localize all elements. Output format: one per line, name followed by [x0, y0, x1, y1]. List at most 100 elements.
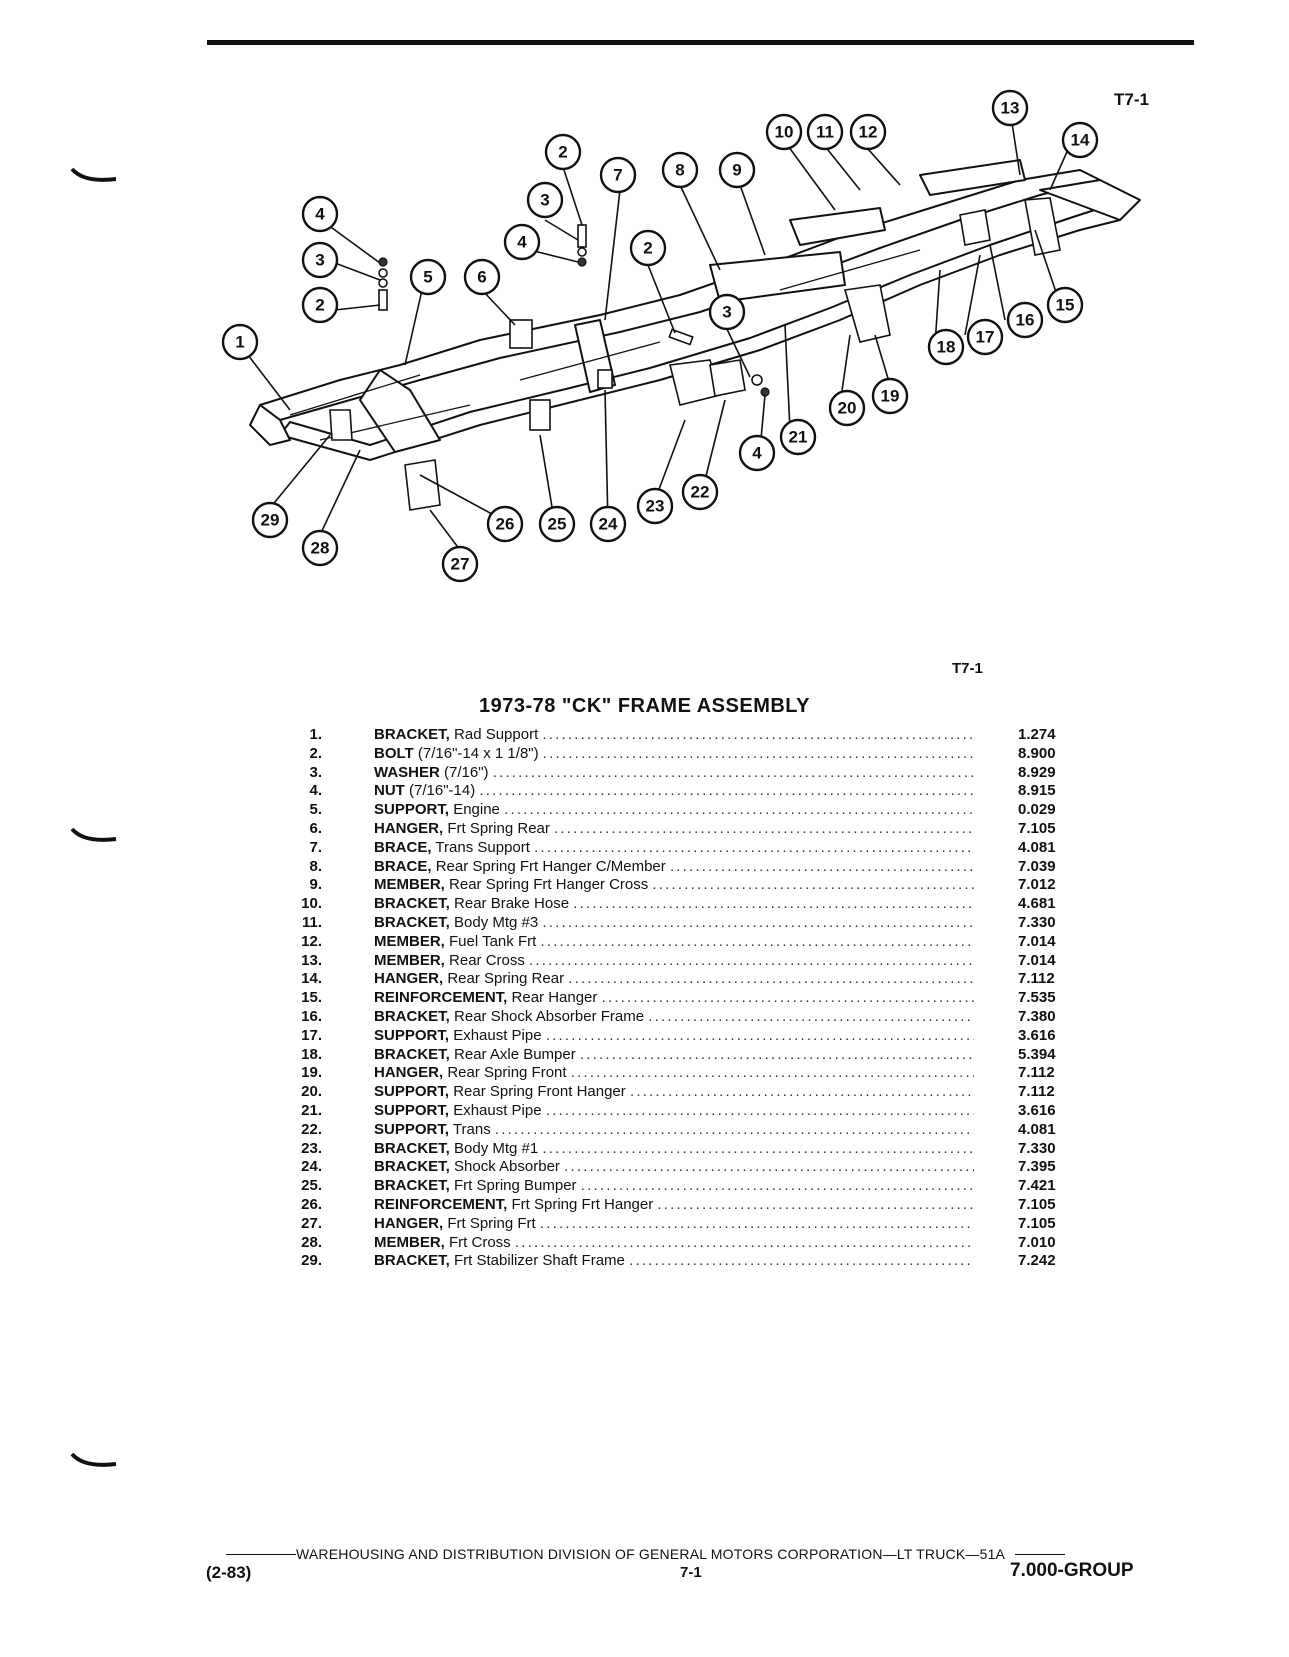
part-description: HANGER, Rear Spring Rear ...............…	[374, 970, 974, 989]
leader-dots: ........................................…	[542, 1139, 974, 1157]
part-name: BRACKET,	[374, 1007, 450, 1025]
parts-list: 1. BRACKET, Rad Support .................…	[290, 726, 1090, 1271]
svg-text:4: 4	[517, 233, 527, 252]
part-number: 21.	[301, 1101, 322, 1119]
parts-row: 22.SUPPORT, Trans ......................…	[290, 1121, 1090, 1140]
part-number: 2.	[309, 744, 322, 762]
parts-row: 2. BOLT (7/16"-14 x 1 1/8") .............…	[290, 745, 1090, 764]
part-name: BRACKET,	[374, 895, 450, 913]
leader-dots: ........................................…	[539, 1214, 974, 1232]
part-number: 24.	[301, 1158, 322, 1176]
part-description: MEMBER, Rear Cross .....................…	[374, 952, 974, 971]
footer-page-number: 7-1	[680, 1564, 702, 1581]
part-number: 20.	[301, 1083, 322, 1101]
part-number: 6.	[309, 819, 322, 837]
svg-text:20: 20	[838, 399, 857, 418]
part-name: BRACKET,	[374, 1158, 450, 1176]
part-description: BOLT (7/16"-14 x 1 1/8") ...............…	[374, 745, 974, 764]
part-name: BRACKET,	[374, 726, 450, 743]
svg-text:9: 9	[732, 161, 741, 180]
parts-row: 21. SUPPORT, Exhaust Pipe ...............…	[290, 1102, 1090, 1121]
footer-date: (2-83)	[206, 1563, 252, 1582]
leader-dots: ........................................…	[570, 1064, 974, 1082]
callout-23: 23	[636, 487, 674, 525]
part-number: 28.	[301, 1233, 322, 1251]
part-number: 11.	[301, 913, 322, 931]
part-description: BRACKET, Rad Support ...................…	[374, 726, 974, 745]
parts-row: 4.NUT (7/16"-14) .......................…	[290, 782, 1090, 801]
part-name: BRACKET,	[374, 1177, 450, 1195]
parts-row: 19.HANGER, Rear Spring Front ...........…	[290, 1064, 1090, 1083]
callout-4-top: 4	[503, 223, 541, 261]
part-detail: Engine	[453, 801, 500, 819]
callout-18: 18	[927, 328, 965, 366]
callout-17: 17	[966, 318, 1004, 356]
part-description: BRACKET, Rear Brake Hose ...............…	[374, 895, 974, 914]
callout-26: 26	[486, 505, 524, 543]
leader-dots: ........................................…	[580, 1177, 974, 1195]
parts-row: 1. BRACKET, Rad Support .................…	[290, 726, 1090, 745]
part-name: MEMBER,	[374, 876, 445, 894]
part-detail: Rear Brake Hose	[454, 895, 570, 913]
part-number: 14.	[301, 970, 322, 988]
svg-text:29: 29	[261, 511, 280, 530]
leader-dots: ........................................…	[657, 1195, 974, 1213]
callout-11: 11	[806, 113, 844, 151]
callout-14: 14	[1061, 121, 1099, 159]
group-code: 1.274	[1018, 726, 1056, 743]
svg-text:15: 15	[1056, 296, 1075, 315]
part-name: SUPPORT,	[374, 1083, 450, 1101]
leader-dots: ........................................…	[554, 819, 974, 837]
part-name: BRACKET,	[374, 1252, 450, 1270]
callout-2-mid: 2	[629, 229, 667, 267]
parts-row: 12.MEMBER, Fuel Tank Frt ...............…	[290, 933, 1090, 952]
callout-28: 28	[301, 529, 339, 567]
leader-dots: ........................................…	[494, 1120, 974, 1138]
part-name: HANGER,	[374, 970, 444, 988]
parts-row: 16.BRACKET, Rear Shock Absorber Frame ..…	[290, 1008, 1090, 1027]
svg-text:24: 24	[599, 515, 618, 534]
part-description: BRACE, Trans Support ...................…	[374, 839, 974, 858]
leader-dots: ........................................…	[652, 876, 974, 894]
svg-text:8: 8	[675, 161, 684, 180]
svg-text:3: 3	[722, 303, 731, 322]
group-code: 7.112	[1018, 1083, 1055, 1101]
part-name: MEMBER,	[374, 932, 445, 950]
svg-text:21: 21	[789, 428, 808, 447]
leader-dots: ........................................…	[492, 763, 974, 781]
margin-mark	[70, 167, 117, 182]
part-name: REINFORCEMENT,	[374, 1195, 508, 1213]
leader-dots: ........................................…	[542, 726, 974, 743]
callout-12: 12	[849, 113, 887, 151]
group-code: 8.929	[1018, 763, 1056, 781]
svg-text:13: 13	[1001, 99, 1020, 118]
part-name: BRACE,	[374, 838, 432, 856]
leader-dots: ........................................…	[514, 1233, 974, 1251]
callout-15: 15	[1046, 286, 1084, 324]
group-code: 0.029	[1018, 801, 1056, 819]
parts-row: 15.REINFORCEMENT, Rear Hanger ..........…	[290, 989, 1090, 1008]
leader-lines	[247, 109, 1071, 551]
part-number: 1.	[309, 726, 322, 743]
svg-text:2: 2	[558, 143, 567, 162]
leader-dots: ........................................…	[629, 1252, 974, 1270]
parts-row: 11.BRACKET, Body Mtg #3 ................…	[290, 914, 1090, 933]
part-detail: Trans	[452, 1120, 491, 1138]
part-number: 13.	[301, 951, 322, 969]
part-detail: (7/16"-14)	[409, 782, 476, 800]
callout-25: 25	[538, 505, 576, 543]
group-code: 7.330	[1018, 1139, 1056, 1157]
callout-27: 27	[441, 545, 479, 583]
svg-text:27: 27	[451, 555, 470, 574]
part-description: SUPPORT, Exhaust Pipe ..................…	[374, 1102, 974, 1121]
part-name: MEMBER,	[374, 951, 445, 969]
part-detail: Rear Spring Front Hanger	[453, 1083, 626, 1101]
part-number: 7.	[309, 838, 322, 856]
svg-text:5: 5	[423, 268, 432, 287]
footer-group-code: 7.000-GROUP	[1010, 1560, 1134, 1581]
footer-division-text: WAREHOUSING AND DISTRIBUTION DIVISION OF…	[296, 1546, 1006, 1562]
group-code: 7.039	[1018, 857, 1056, 875]
parts-row: 23.BRACKET, Body Mtg #1 ................…	[290, 1140, 1090, 1159]
part-number: 19.	[301, 1064, 322, 1082]
part-description: MEMBER, Fuel Tank Frt ..................…	[374, 933, 974, 952]
